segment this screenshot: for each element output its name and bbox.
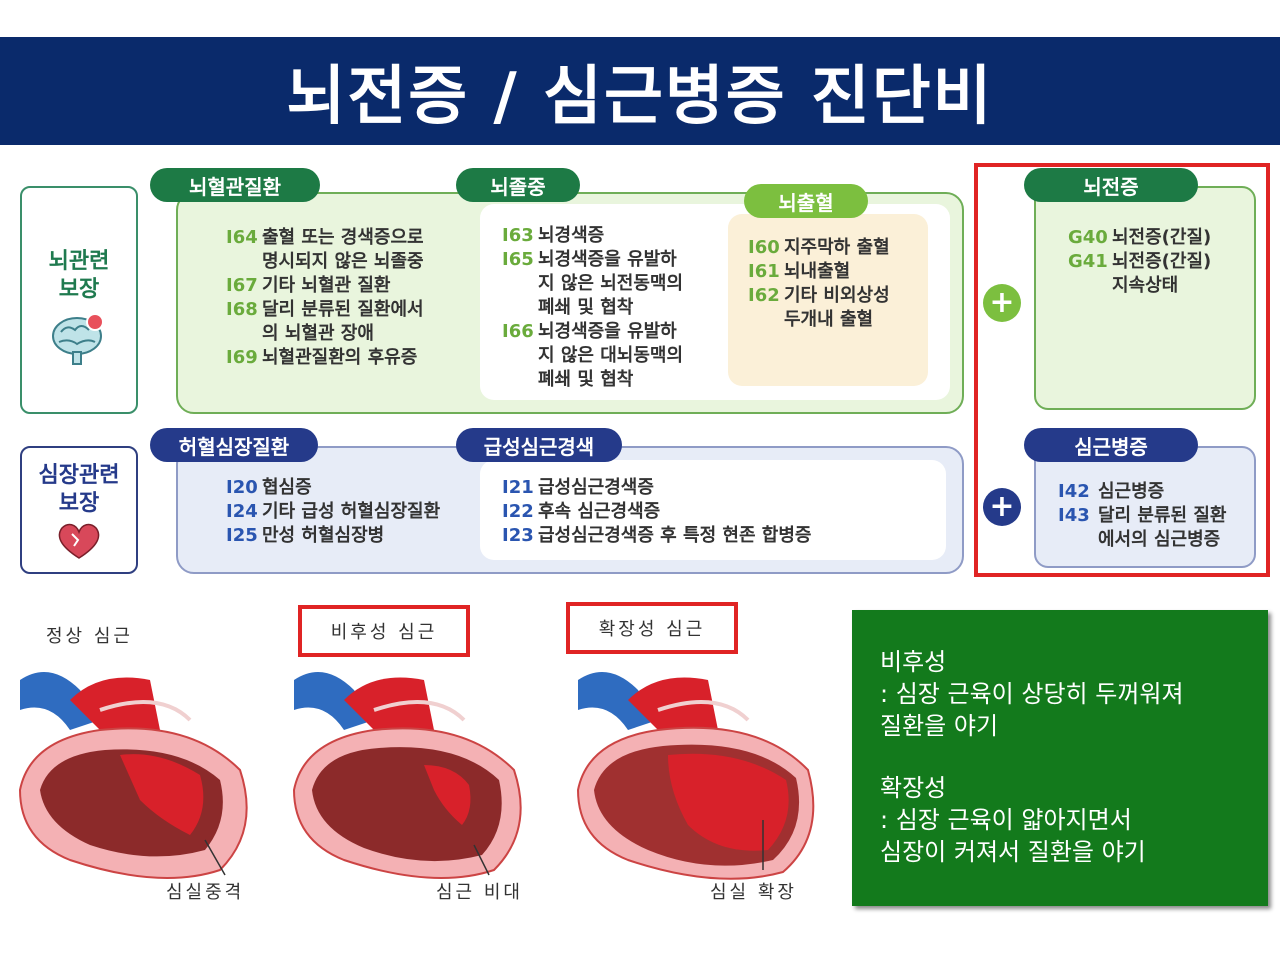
cardiomyopathy-panel (1034, 446, 1256, 568)
hemorrhage-card (728, 214, 928, 386)
heart-icon (58, 523, 100, 559)
heart-illustration-normal (18, 672, 248, 879)
dilated-title: 확장성 (880, 774, 947, 802)
heart-illustration-dilated (576, 672, 815, 880)
plus-icon: + (983, 488, 1021, 526)
tab-ischemic: 허혈심장질환 (150, 428, 318, 462)
dilated-desc: : 심장 근육이 얇아지면서 심장이 커져서 질환을 야기 (880, 806, 1146, 866)
explanation-box: 비후성 : 심장 근육이 상당히 두꺼워져 질환을 야기 확장성 : 심장 근육… (852, 610, 1268, 906)
page-title: 뇌전증 / 심근병증 진단비 (0, 37, 1280, 145)
highlight-frame (974, 163, 1270, 577)
tab-cardiomyopathy: 심근병증 (1024, 428, 1198, 462)
acute-mi-card (480, 460, 946, 560)
plus-icon: + (983, 284, 1021, 322)
hypertrophic-title: 비후성 (880, 648, 947, 676)
heart-coverage-text: 심장관련 보장 (38, 463, 120, 516)
tab-epilepsy: 뇌전증 (1024, 168, 1198, 202)
heart-caption-normal: 정상 심근 (46, 626, 133, 647)
heart-sub-dilated: 심실 확장 (710, 882, 797, 903)
brain-icon (52, 313, 104, 365)
tab-stroke: 뇌졸중 (456, 168, 580, 202)
epilepsy-panel (1034, 186, 1256, 410)
heart-caption-dilated: 확장성 심근 (598, 619, 706, 640)
tab-hemorrhage: 뇌출혈 (744, 184, 868, 218)
heart-sub-normal: 심실중격 (166, 882, 245, 903)
heart-coverage-label: 심장관련 보장 (20, 446, 138, 574)
brain-coverage-text: 뇌관련 보장 (48, 249, 110, 302)
hypertrophic-desc: : 심장 근육이 상당히 두꺼워져 질환을 야기 (880, 680, 1184, 740)
brain-coverage-label: 뇌관련 보장 (20, 186, 138, 414)
heart-sub-hypertrophic: 심근 비대 (436, 882, 523, 903)
heart-caption-dilated-frame: 확장성 심근 (566, 602, 738, 654)
tab-acute-mi: 급성심근경색 (456, 428, 622, 462)
heart-caption-hypertrophic-frame: 비후성 심근 (298, 605, 470, 657)
tab-cerebrovascular: 뇌혈관질환 (150, 168, 320, 202)
heart-caption-hypertrophic: 비후성 심근 (330, 622, 438, 643)
heart-illustration-hypertrophic (292, 672, 522, 879)
